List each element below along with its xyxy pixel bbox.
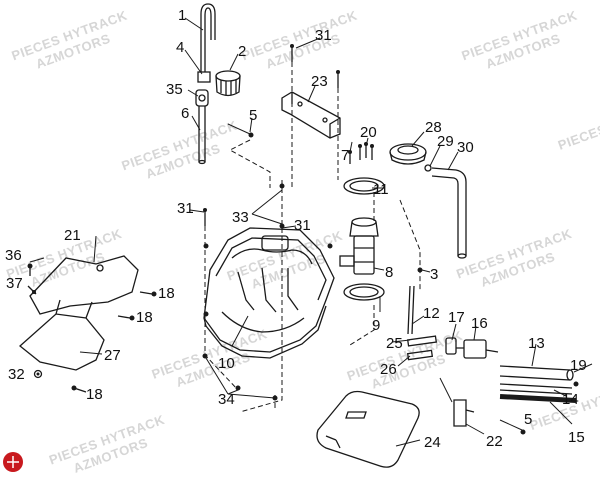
callout-labels: 1 4 2 35 6 5 23 31 31 33 31 20 7 11 8 9 … [5, 7, 587, 451]
part-17-clamp [445, 337, 457, 355]
red-shield-logo-icon [3, 452, 23, 472]
callout-24: 24 [424, 434, 441, 451]
callout-10: 10 [218, 355, 235, 372]
part-36-bolt [27, 263, 33, 276]
part-28-filler-cap [389, 143, 427, 165]
part-15-strip [499, 394, 577, 403]
callout-2: 2 [238, 43, 246, 60]
callout-26: 26 [380, 361, 397, 378]
callout-34: 34 [218, 391, 235, 408]
part-33-fuel-tank [202, 183, 335, 401]
callout-29: 29 [437, 133, 454, 150]
part-24-cover-plate [316, 390, 420, 468]
part-8-fuel-pump [339, 217, 379, 275]
part-5-bolt-lower [499, 419, 526, 435]
leader-lines [29, 17, 593, 447]
callout-31: 31 [177, 200, 194, 217]
part-5-bolt [227, 123, 254, 138]
callout-16: 16 [471, 315, 488, 332]
callout-18: 18 [136, 309, 153, 326]
part-32-nut [33, 369, 43, 379]
callout-14: 14 [562, 391, 579, 408]
part-21-heat-shield [29, 255, 139, 315]
callout-27: 27 [104, 347, 121, 364]
part-16-filter [456, 339, 499, 359]
part-2-cap [215, 70, 241, 97]
callout-22: 22 [486, 433, 503, 450]
callout-19: 19 [570, 357, 587, 374]
callout-6: 6 [181, 105, 189, 122]
callout-5: 5 [249, 107, 257, 124]
part-25-fitting [406, 335, 438, 347]
part-11-gasket [343, 177, 385, 195]
callout-18: 18 [158, 285, 175, 302]
watermark-text: PIECES HYTRACK [556, 97, 600, 153]
callout-32: 32 [8, 366, 25, 383]
callout-20: 20 [360, 124, 377, 141]
callout-5: 5 [524, 411, 532, 428]
part-23-bracket [281, 91, 341, 139]
callout-37: 37 [6, 275, 23, 292]
callout-33: 33 [232, 209, 249, 226]
callout-17: 17 [448, 309, 465, 326]
callout-12: 12 [423, 305, 440, 322]
callout-36: 36 [5, 247, 22, 264]
part-19-bolt [573, 381, 579, 387]
callout-3: 3 [430, 266, 438, 283]
callout-7: 7 [341, 147, 349, 164]
part-37-bolt [27, 285, 37, 295]
part-1-rod [200, 3, 216, 72]
assembly-lines [204, 62, 421, 413]
callout-31: 31 [294, 217, 311, 234]
callout-31: 31 [315, 27, 332, 44]
part-31-screw [203, 44, 340, 226]
callout-8: 8 [385, 264, 393, 281]
callout-25: 25 [386, 335, 403, 352]
callout-18: 18 [86, 386, 103, 403]
callout-11: 11 [373, 181, 389, 198]
callout-30: 30 [457, 139, 474, 156]
callout-9: 9 [372, 317, 380, 334]
part-9-gasket [343, 283, 385, 301]
part-13-hose [499, 365, 574, 381]
part-18-bolts [71, 291, 157, 393]
part-3-bolt [417, 267, 423, 273]
callout-15: 15 [568, 429, 585, 446]
callout-1: 1 [178, 7, 186, 24]
part-12-tube [407, 285, 415, 335]
callout-35: 35 [166, 81, 183, 98]
part-30-hose [431, 167, 467, 259]
callout-21: 21 [64, 227, 81, 244]
callout-13: 13 [528, 335, 545, 352]
part-29-clamp [424, 164, 432, 172]
part-22-bracket [439, 377, 475, 427]
part-6-tube [198, 106, 206, 165]
callout-4: 4 [176, 39, 184, 56]
part-4-clip [197, 71, 211, 83]
callout-28: 28 [425, 119, 442, 136]
part-26-fitting [406, 349, 434, 361]
callout-23: 23 [311, 73, 328, 90]
part-35-valve [195, 89, 209, 107]
part-27-shield [18, 299, 105, 371]
